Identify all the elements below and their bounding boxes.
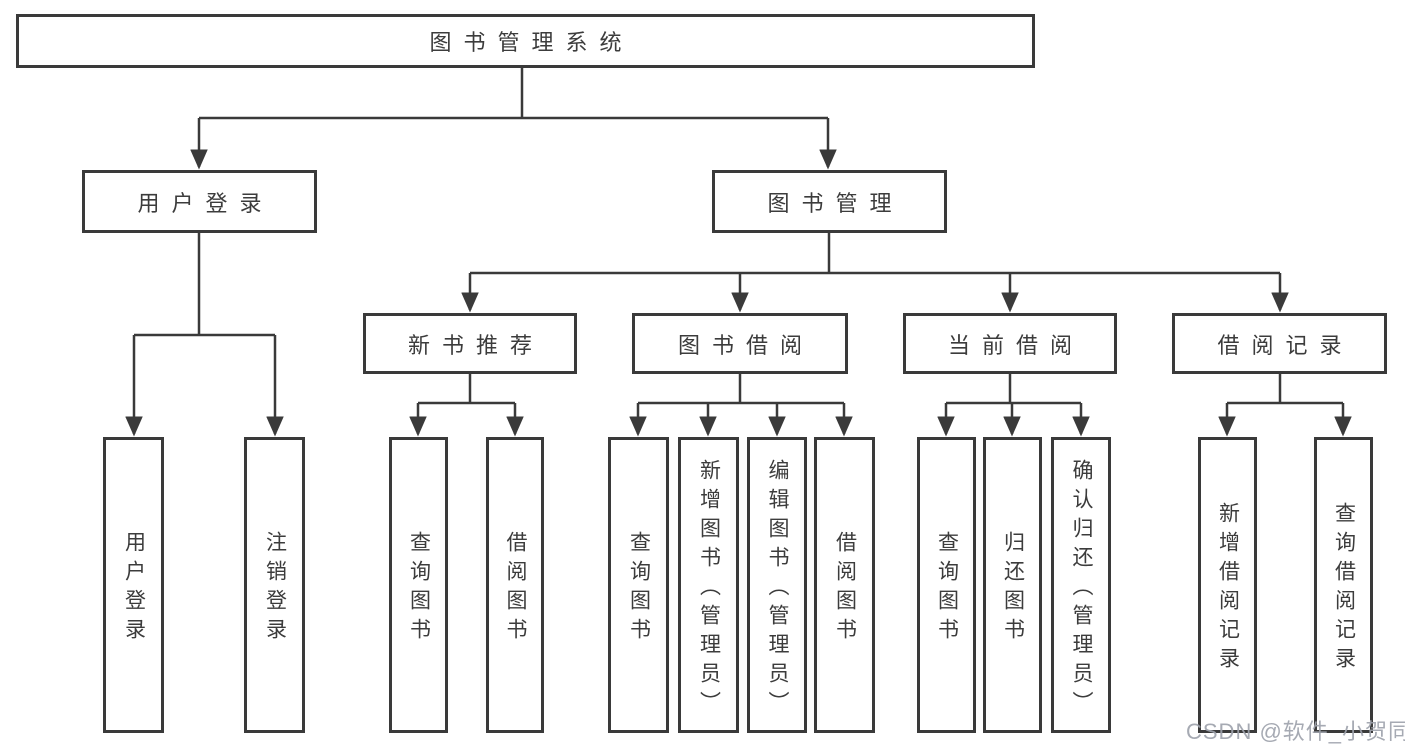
leaf-edit-books-admin: 编辑图书（管理员） (747, 437, 807, 733)
node-new-book-recommend: 新书推荐 (363, 313, 577, 374)
leaf-label: 查询图书 (627, 531, 651, 647)
leaf-label: 查询图书 (407, 531, 431, 647)
leaf-query-books-borrow: 查询图书 (608, 437, 669, 733)
leaf-label: 编辑图书（管理员） (766, 458, 789, 720)
leaf-query-books-newbook: 查询图书 (389, 437, 448, 733)
node-label: 借阅记录 (1217, 332, 1354, 358)
leaf-confirm-return-admin: 确认归还（管理员） (1051, 437, 1111, 733)
leaf-logout: 注销登录 (244, 437, 305, 733)
node-root-system: 图书管理系统 (16, 14, 1035, 68)
leaf-label: 借阅图书 (504, 531, 527, 647)
leaf-borrow-books-newbook: 借阅图书 (486, 437, 544, 733)
leaf-return-books: 归还图书 (983, 437, 1042, 733)
leaf-label: 归还图书 (1001, 531, 1025, 647)
leaf-label: 查询图书 (935, 531, 959, 647)
node-label: 用户登录 (137, 190, 274, 216)
leaf-add-borrow-record: 新增借阅记录 (1198, 437, 1257, 733)
node-current-borrow: 当前借阅 (903, 313, 1117, 374)
node-book-borrow: 图书借阅 (632, 313, 848, 374)
leaf-query-books-current: 查询图书 (917, 437, 976, 733)
node-label: 当前借阅 (947, 332, 1084, 358)
node-label: 图书管理系统 (429, 30, 634, 55)
leaf-label: 查询借阅记录 (1332, 502, 1356, 676)
node-borrow-record: 借阅记录 (1172, 313, 1387, 374)
leaf-query-borrow-record: 查询借阅记录 (1314, 437, 1373, 733)
leaf-label: 注销登录 (263, 531, 287, 647)
leaf-label: 确认归还（管理员） (1070, 458, 1093, 720)
leaf-label: 借阅图书 (833, 531, 857, 647)
leaf-label: 新增借阅记录 (1216, 502, 1240, 676)
leaf-user-login: 用户登录 (103, 437, 164, 733)
leaf-label: 新增图书（管理员） (697, 458, 721, 720)
leaf-add-books-admin: 新增图书（管理员） (678, 437, 739, 733)
leaf-label: 用户登录 (122, 531, 146, 647)
node-user-login: 用户登录 (82, 170, 317, 233)
leaf-borrow-books: 借阅图书 (814, 437, 875, 733)
node-book-management: 图书管理 (712, 170, 947, 233)
node-label: 图书借阅 (677, 332, 814, 358)
node-label: 新书推荐 (407, 332, 544, 358)
csdn-watermark: CSDN @软件_小贺同学 (1186, 719, 1405, 744)
node-label: 图书管理 (767, 190, 904, 216)
